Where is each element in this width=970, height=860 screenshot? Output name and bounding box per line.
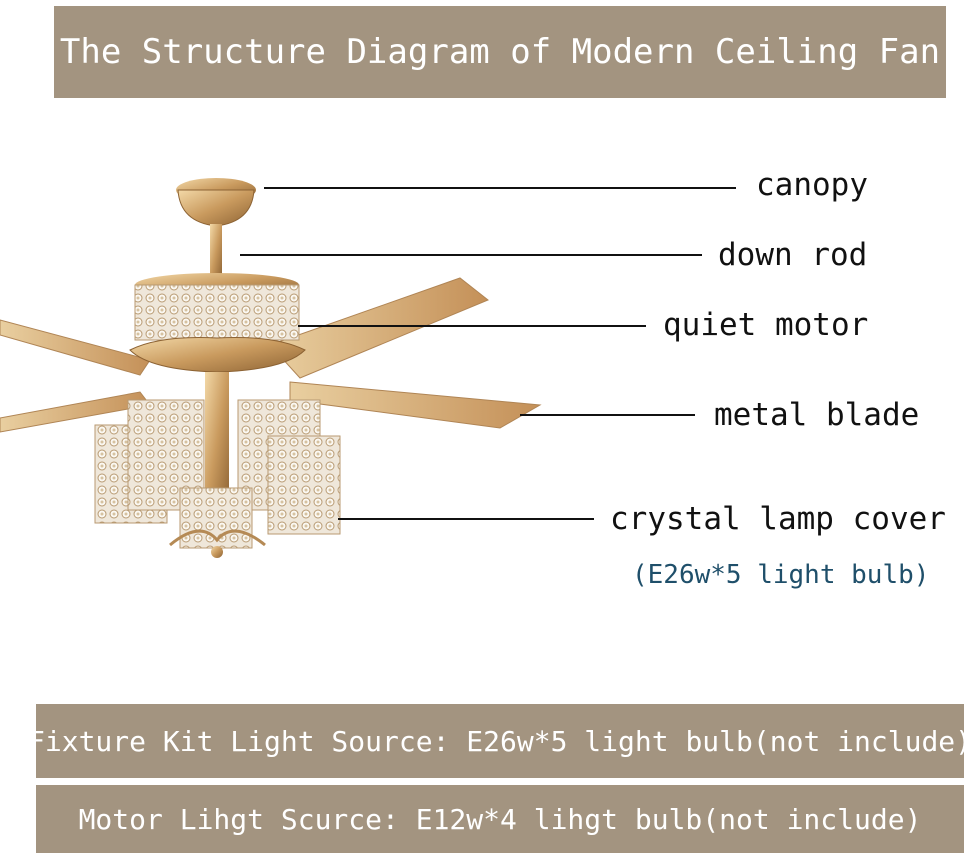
- canopy-label: canopy: [756, 167, 868, 203]
- down-rod-leader-line: [240, 254, 702, 256]
- motor-crystal-drum: [134, 284, 300, 341]
- diagram-title: The Structure Diagram of Modern Ceiling …: [59, 32, 941, 72]
- motor-base-ornament: [129, 337, 306, 373]
- ceiling-fan-illustration: [0, 178, 542, 558]
- crystal-lamp-cover-leader-line: [338, 518, 594, 520]
- motor-spec: Motor Lihgt Scurce: E12w*4 lihgt bulb(no…: [78, 802, 922, 836]
- metal-blade-leader-line: [520, 414, 695, 416]
- fixture-kit-spec: Fixture Kit Light Source: E26w*5 light b…: [28, 724, 970, 758]
- title-banner: The Structure Diagram of Modern Ceiling …: [54, 6, 946, 98]
- blade-left-upper: [0, 319, 151, 376]
- blade-right-lower: [289, 381, 542, 429]
- metal-blade-label: metal blade: [714, 397, 920, 433]
- blade-right-upper: [269, 277, 489, 379]
- crystal-lamp-cover-label: crystal lamp cover: [610, 501, 946, 537]
- canopy-body: [177, 189, 255, 227]
- canopy-leader-line: [264, 187, 736, 189]
- fixture-kit-spec-banner: Fixture Kit Light Source: E26w*5 light b…: [28, 704, 970, 778]
- lamp-arms: [169, 529, 266, 547]
- lamp-shade-4: [267, 435, 341, 535]
- down-rod-part: [210, 224, 222, 280]
- quiet-motor-label: quiet motor: [663, 307, 869, 343]
- down-rod-label: down rod: [718, 237, 868, 273]
- motor-spec-banner: Motor Lihgt Scurce: E12w*4 lihgt bulb(no…: [36, 785, 964, 853]
- finial: [211, 546, 223, 558]
- lamp-bulb-note: (E26w*5 light bulb): [632, 560, 930, 590]
- quiet-motor-leader-line: [298, 325, 646, 327]
